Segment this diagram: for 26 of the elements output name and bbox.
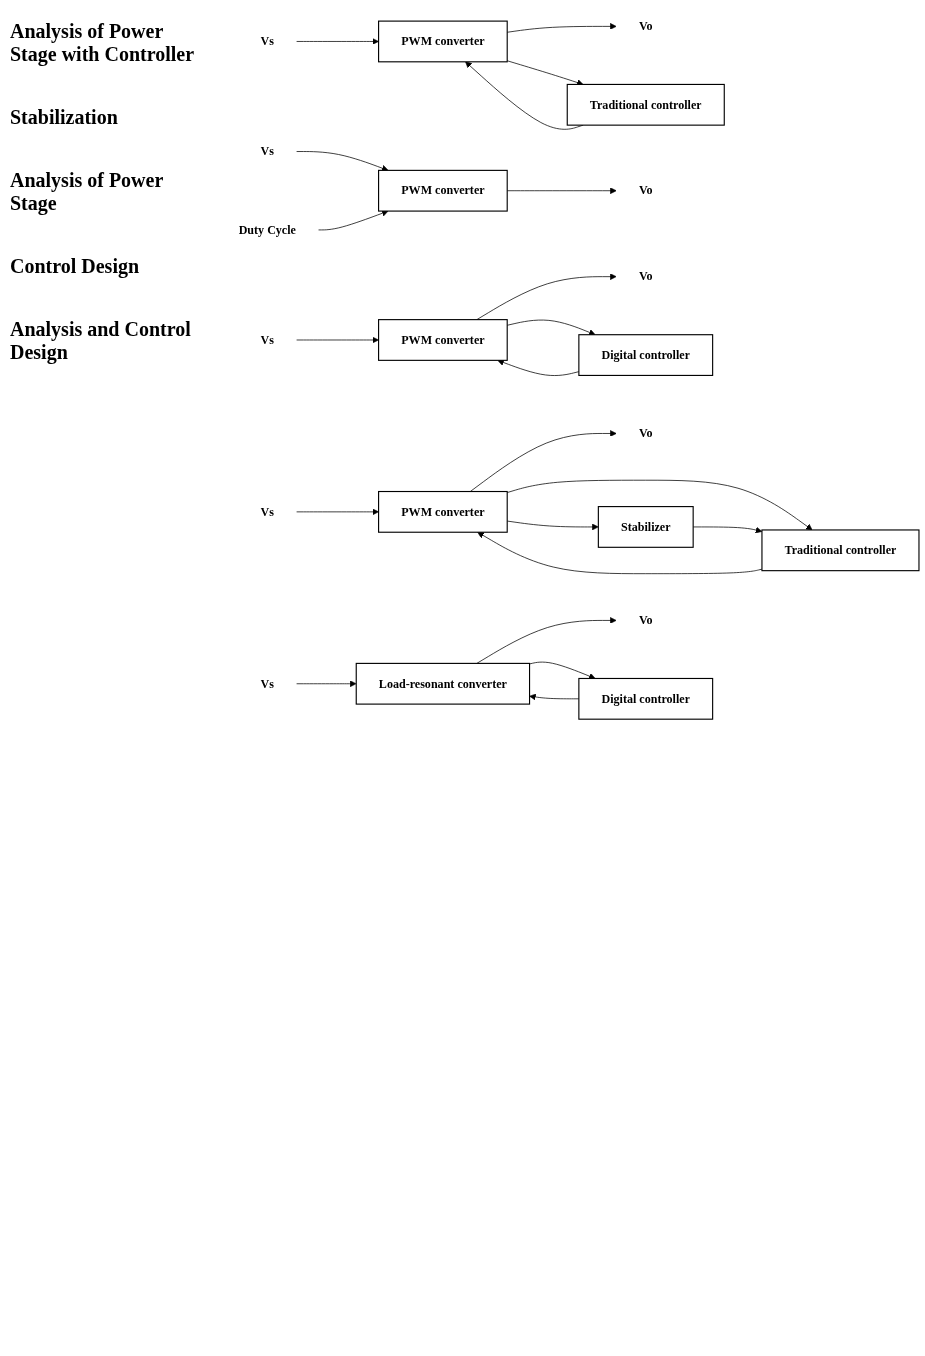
node-box: Traditional controller (761, 529, 920, 572)
node-text: Vo (638, 426, 653, 440)
node-box: Load-resonant converter (355, 662, 531, 705)
node-box: PWM converter (378, 319, 508, 361)
node-text: Vs (260, 34, 274, 48)
section-title: Analysis of Power Stage (10, 169, 164, 215)
section-title: Analysis and Control Design (10, 318, 192, 364)
section-title: Stabilization (10, 106, 119, 129)
section-title: Control Design (10, 255, 141, 278)
node-box: PWM converter (378, 169, 508, 212)
node-text: Vs (260, 505, 274, 518)
node-box: PWM converter (378, 490, 508, 533)
node-text: Vs (260, 676, 274, 690)
node-text: Vo (638, 613, 653, 627)
node-text: Vo (638, 19, 653, 33)
node-box: Stabilizer (597, 506, 694, 548)
node-text: Duty Cycle (238, 223, 296, 236)
node-box: PWM converter (378, 20, 508, 63)
node-box: Digital controller (578, 677, 714, 720)
node-text: Vs (260, 333, 274, 347)
node-text: Vo (638, 269, 653, 283)
node-box: Traditional controller (566, 83, 725, 126)
node-box: Digital controller (578, 334, 714, 376)
node-text: Vs (260, 144, 274, 158)
section-title: Analysis of Power Stage with Controller (10, 20, 196, 66)
node-text: Vo (638, 183, 653, 197)
